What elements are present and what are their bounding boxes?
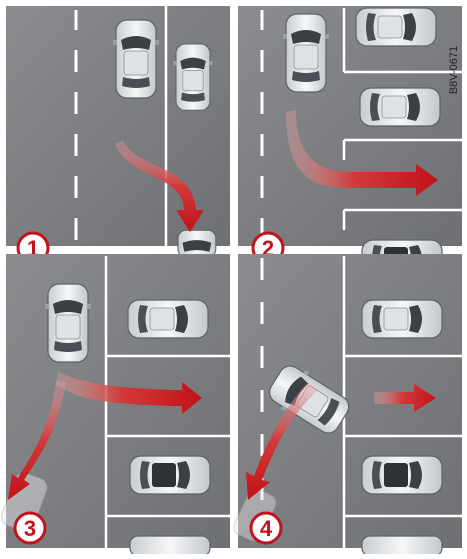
- car-icon: [283, 14, 329, 92]
- panel-3: 3: [0, 254, 230, 554]
- panel-number-3: 3: [24, 516, 36, 541]
- parked-car-icon: [362, 300, 442, 338]
- parked-car-icon: [130, 536, 210, 554]
- panel-number-4: 4: [260, 516, 273, 541]
- parked-car-icon: [128, 300, 208, 338]
- car-icon: [113, 20, 159, 98]
- parked-car-icon: [362, 456, 442, 494]
- parked-car-icon: [173, 44, 212, 110]
- parked-car-icon: [178, 230, 216, 257]
- car-icon: [45, 284, 91, 362]
- panel-number-badge: 3: [15, 513, 45, 543]
- parked-car-icon: [356, 8, 436, 46]
- panel-number-badge: 4: [251, 513, 281, 543]
- panel-4: 4: [231, 254, 462, 554]
- parked-car-icon: [130, 456, 210, 494]
- panel-1: 1: [6, 6, 230, 263]
- panel-2: B8V-0671 2: [238, 6, 462, 278]
- parked-car-icon: [360, 88, 440, 126]
- figure-code: B8V-0671: [448, 46, 460, 94]
- parked-car-icon: [362, 536, 442, 554]
